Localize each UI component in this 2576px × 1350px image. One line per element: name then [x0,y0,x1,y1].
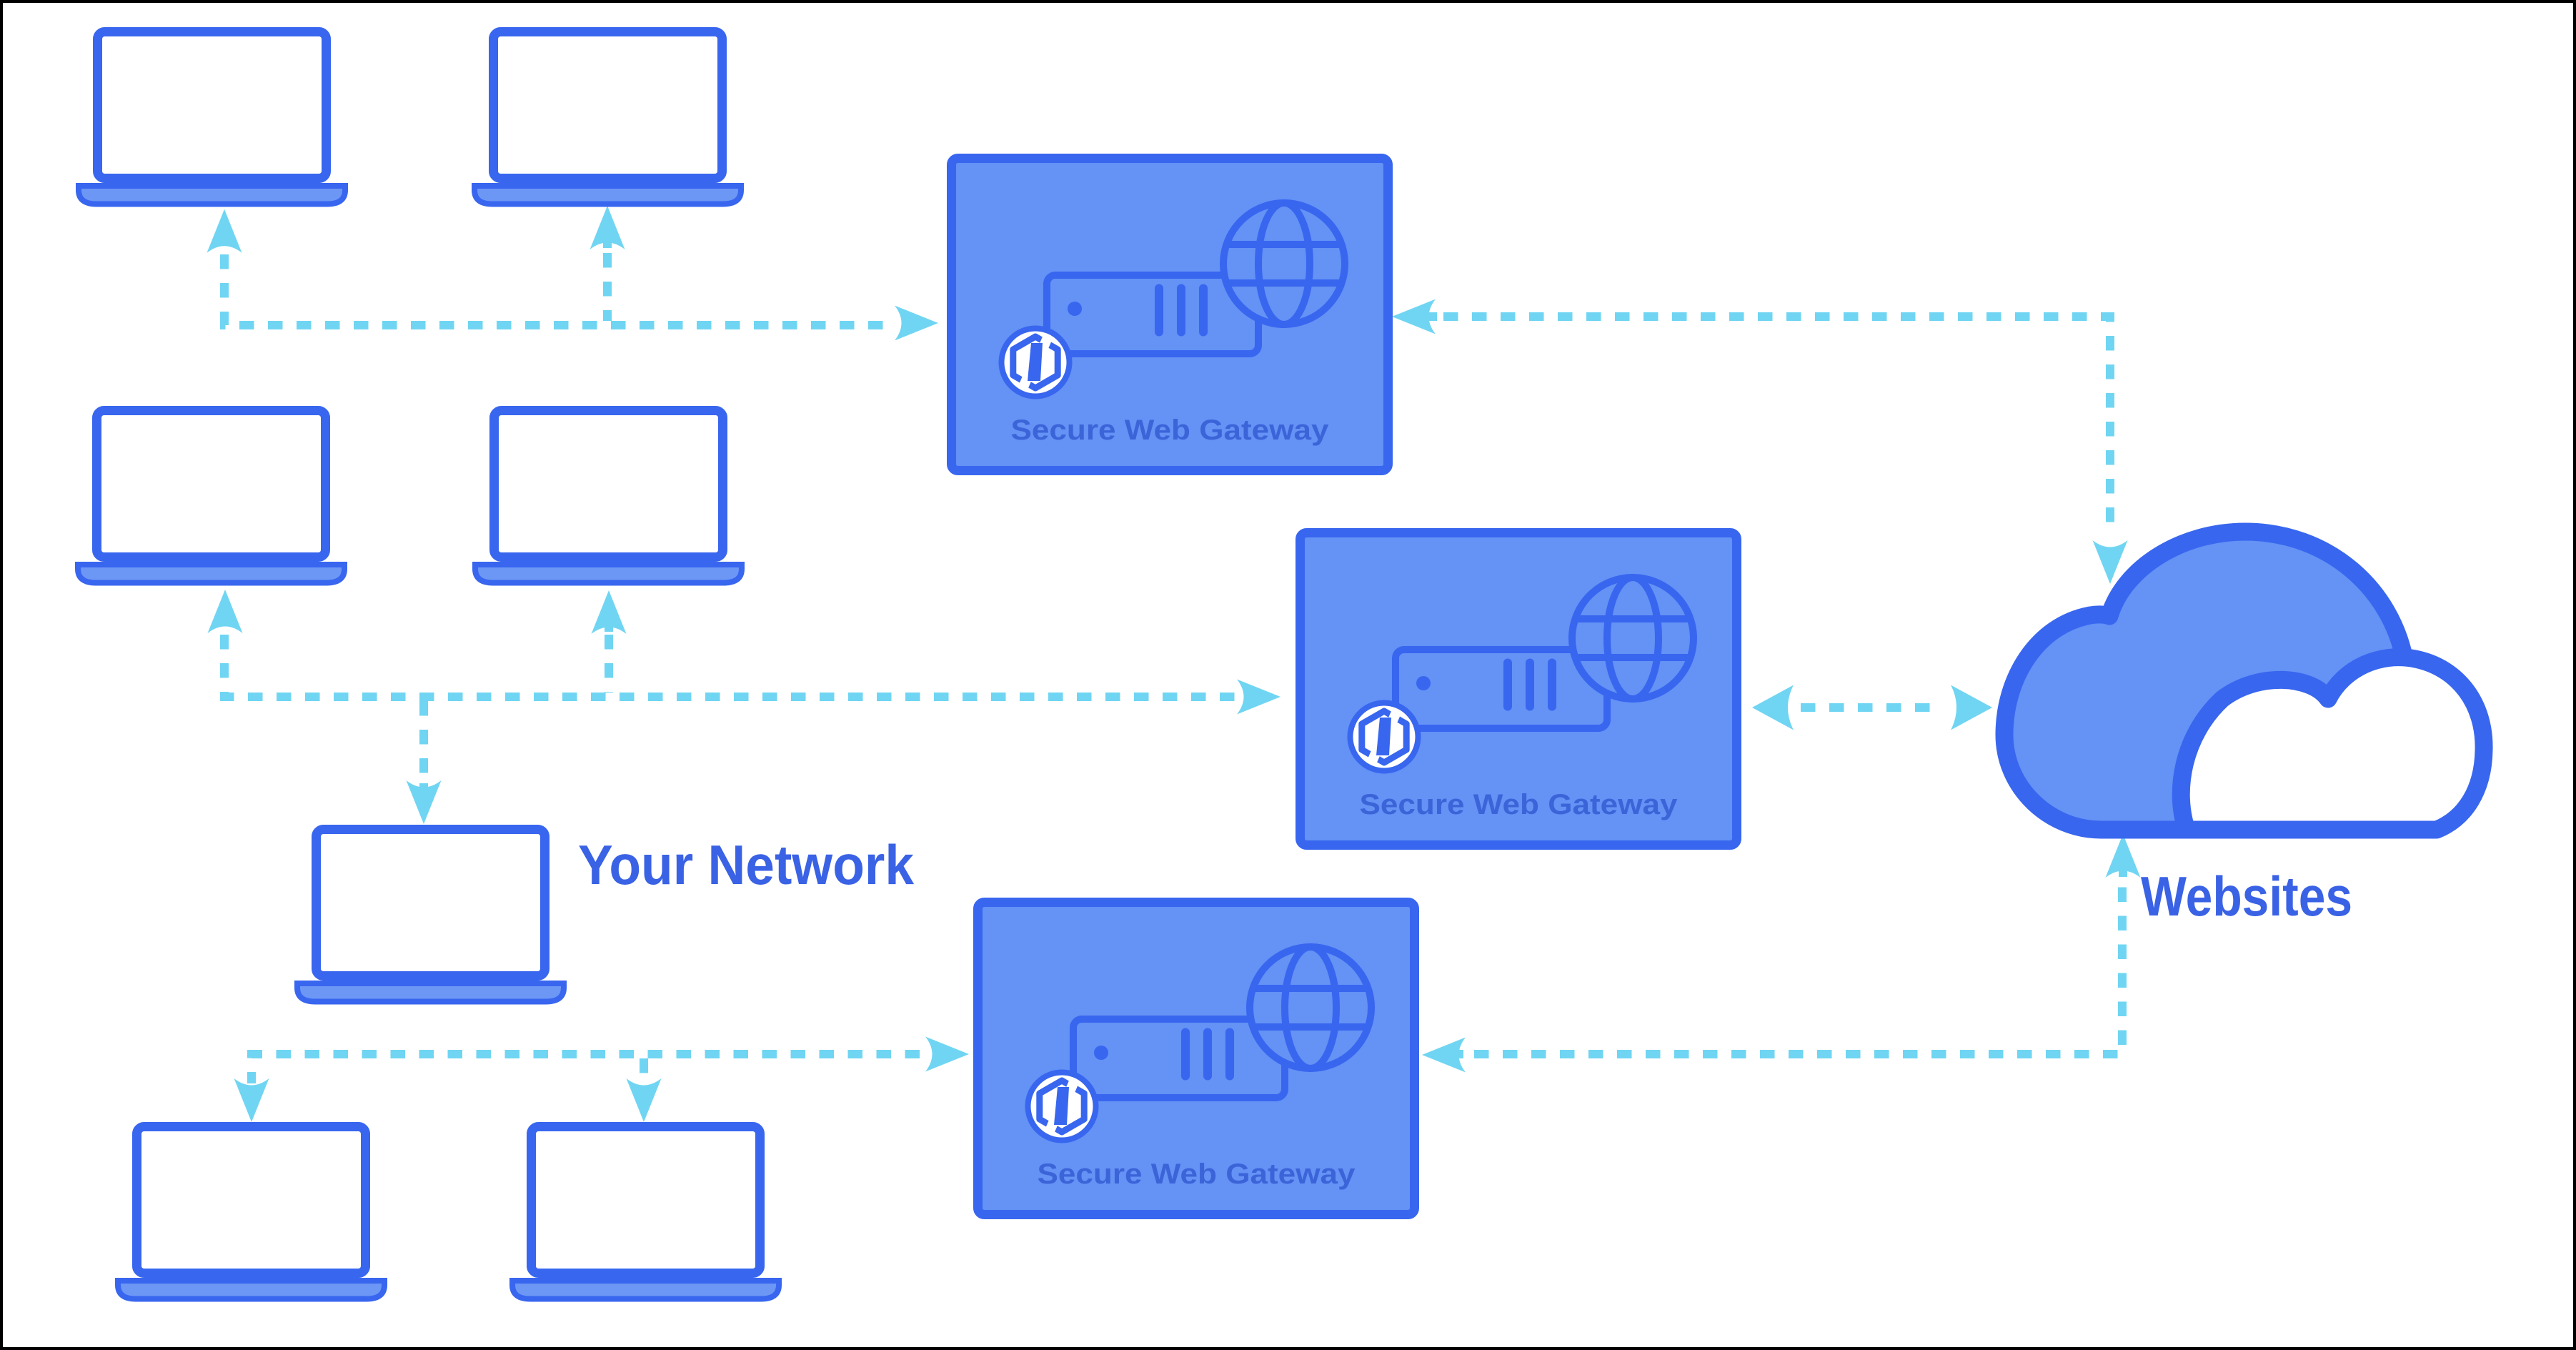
svg-text:Your Network: Your Network [578,833,915,896]
svg-text:Websites: Websites [2141,865,2352,928]
